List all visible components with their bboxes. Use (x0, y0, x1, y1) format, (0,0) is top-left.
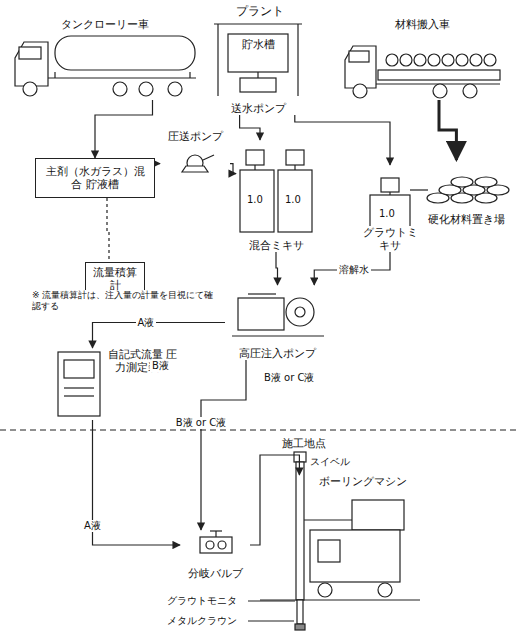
node-label: タンクローリー車 (59, 18, 151, 31)
tank-lorry-drawing (15, 36, 196, 96)
branch-valve: 分岐バルブ (180, 530, 250, 580)
tank-lorry: タンクローリー車 (10, 18, 200, 100)
material-yard: 硬化材料置き場 (418, 160, 514, 226)
material-truck: 材料搬入車 (340, 18, 505, 100)
pipe-label: A液 (82, 520, 103, 532)
pipe-connector (314, 252, 390, 285)
part-label: 1.0 (245, 194, 265, 206)
part-label: B液 or C液 (262, 372, 316, 384)
pipe-connector (155, 163, 160, 165)
feed-pump-drawing (182, 155, 214, 172)
node-label: ボーリングマシン (317, 475, 409, 488)
pipe-label: 溶解水 (337, 264, 371, 276)
pipe-label: B液 or C液 (174, 417, 228, 429)
pipe-connector (295, 115, 390, 165)
node-label: 貯水槽 (240, 38, 277, 51)
water-tank-drawing (214, 24, 302, 96)
node-label: 硬化材料置き場 (426, 213, 507, 226)
area-boundary (0, 429, 520, 430)
node-label: 主剤（水ガラス）混合 貯液槽 (40, 165, 150, 191)
leader-line (248, 620, 294, 621)
part-label: 1.0 (283, 194, 303, 206)
recorder-drawing (58, 352, 100, 416)
pipe-connector (439, 100, 456, 160)
node-label: 高圧注入ポンプ (237, 347, 318, 360)
node-label: グラウトミキサ (360, 226, 420, 252)
pipe-connector (201, 360, 246, 530)
part-label: スイベル (308, 456, 352, 468)
storage-tank-box: 主剤（水ガラス）混合 貯液槽 (35, 158, 155, 198)
pipe-connector (250, 455, 299, 545)
water-tank: 貯水槽送水ポンプ (212, 20, 304, 115)
part-label: グラウトモニタ (165, 595, 239, 607)
pipe-connector (93, 420, 181, 545)
boring-machine: ボーリングマシン (270, 475, 410, 600)
part-label: 施工地点 (280, 437, 328, 450)
node-label: 流量積算計 (90, 266, 140, 292)
pipe-connector (230, 164, 236, 174)
node-label: 送水ポンプ (229, 102, 288, 115)
node-label: 材料搬入車 (393, 18, 452, 31)
pipe-connector (93, 323, 226, 349)
pipe-label: A液 (136, 317, 157, 329)
mixer-drawing (240, 150, 312, 232)
diagram-title: プラント (0, 3, 520, 20)
pipe-connector (240, 115, 260, 140)
branch-valve-drawing (200, 531, 232, 553)
boring-machine-drawing (260, 452, 420, 630)
material-bags-drawing (427, 177, 509, 203)
injection-pump-drawing (232, 294, 324, 336)
part-label: 1.0 (377, 208, 397, 220)
pipe-connector (95, 100, 153, 158)
part-label: メタルクラウン (165, 615, 239, 627)
feed-pump: 圧送ポンプ (160, 130, 230, 178)
node-label: 圧送ポンプ (166, 130, 225, 143)
pipe-connector (107, 198, 109, 262)
material-truck-drawing (345, 46, 500, 98)
injection-pump: 高圧注入ポンプ (225, 285, 330, 360)
node-label: 分岐バルブ (186, 567, 245, 580)
part-label: ※ 流量積算計は、注入量の計量を目視にて確認する (30, 290, 224, 312)
part-label: B液 (150, 360, 171, 372)
node-label: 混合ミキサ (247, 239, 306, 252)
pipe-connector (276, 252, 278, 285)
recorder: 自記式流量 圧力測定装置 (55, 348, 180, 420)
leader-line (248, 600, 295, 601)
